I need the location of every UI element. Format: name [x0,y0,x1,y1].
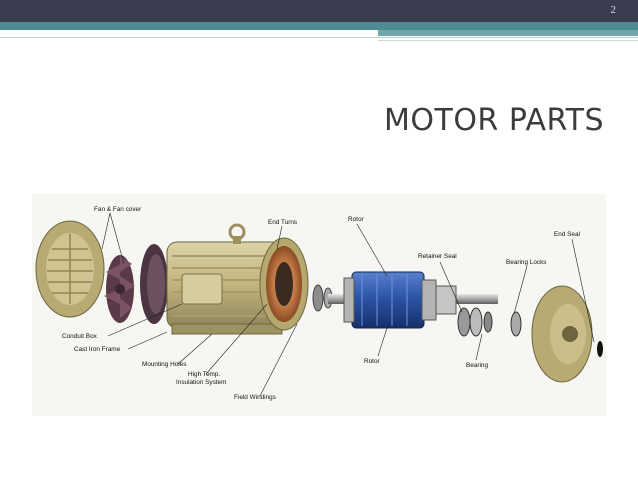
label-end-turns: End Turns [268,219,297,226]
slide-number: 2 [610,4,617,16]
rear-end-bell-part [140,244,168,324]
accent-strip-secondary [378,30,638,36]
divider-line [0,37,638,38]
header-bar [0,0,638,22]
motor-diagram-svg: Fan & Fan cover End Turns Rotor Retainer… [35,206,603,401]
accent-strip [0,22,638,30]
label-cast-iron-frame: Cast Iron Frame [74,346,121,353]
end-shield-part [531,285,603,383]
fan-cover-part [35,220,105,318]
label-mounting-holes: Mounting Holes [142,361,186,368]
stator-windings-part [259,237,309,331]
label-bearing-locks: Bearing Locks [506,259,547,266]
fan-part [104,255,135,323]
label-rotor-bottom: Rotor [364,358,380,365]
divider-line-secondary [378,40,638,41]
label-conduit-box: Conduit Box [62,333,98,340]
label-rotor-top: Rotor [348,216,364,223]
label-field-windings: Field Windings [234,394,276,401]
label-end-seal: End Seal [554,231,580,238]
rotor-part [328,271,498,329]
label-insulation-system: Insulation System [176,379,226,386]
retainer-seal-bearing-part [457,307,522,337]
slide-title: MOTOR PARTS [384,103,605,138]
motor-frame-part [166,223,288,335]
label-retainer-seal: Retainer Seal [418,253,457,260]
label-fan-cover: Fan & Fan cover [94,206,142,213]
leader-lines [101,212,595,397]
label-bearing: Bearing [466,362,488,369]
motor-exploded-diagram: Fan & Fan cover End Turns Rotor Retainer… [32,194,606,416]
label-high-temp: High Temp. [188,371,220,378]
